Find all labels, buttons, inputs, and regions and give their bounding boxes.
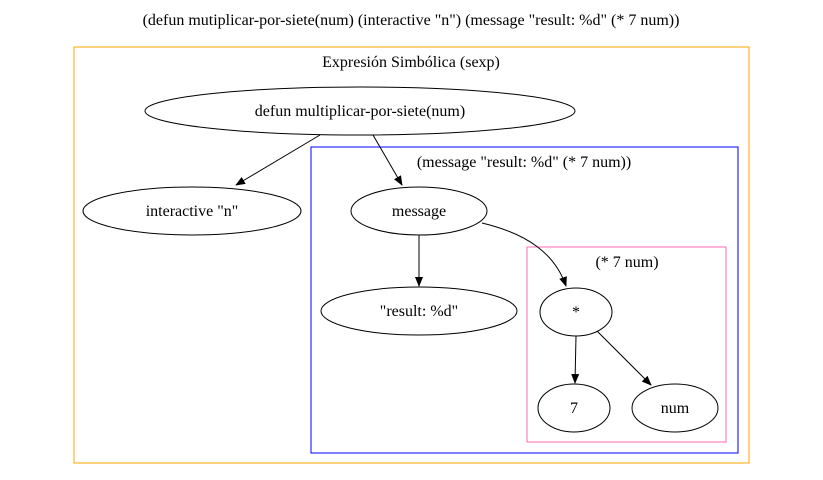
edge-star-seven	[571, 335, 580, 384]
edge-message-star	[481, 222, 567, 287]
node-defun-shape	[144, 86, 576, 136]
node-star-label: *	[572, 304, 580, 321]
node-interactive: interactive "n"	[82, 186, 302, 236]
node-defun-label: defun multiplicar-por-siete(num)	[255, 103, 465, 120]
node-star: *	[539, 287, 613, 337]
node-interactive-label: interactive "n"	[146, 203, 239, 220]
node-seven: 7	[537, 383, 611, 433]
cluster-sexp-border	[73, 46, 750, 464]
diagram-title: (defun mutiplicar-por-siete(num) (intera…	[143, 12, 680, 29]
node-star-shape	[539, 287, 613, 337]
node-seven-shape	[537, 383, 611, 433]
node-result-label: "result: %d"	[380, 303, 458, 320]
edge-star-num	[596, 330, 652, 386]
cluster-mult: (* 7 num)	[526, 246, 727, 443]
node-num-label: num	[661, 400, 690, 417]
cluster-mult-border	[526, 246, 727, 443]
edge-defun-interactive	[235, 134, 321, 186]
edges	[235, 134, 652, 386]
cluster-sexp: Expresión Simbólica (sexp)	[73, 46, 750, 464]
node-num: num	[631, 383, 719, 433]
cluster-message: (message "result: %d" (* 7 num))	[310, 146, 739, 454]
node-result: "result: %d"	[320, 286, 518, 336]
node-seven-label: 7	[570, 400, 578, 417]
node-num-shape	[631, 383, 719, 433]
node-message-label: message	[392, 203, 446, 220]
cluster-message-label: (message "result: %d" (* 7 num))	[417, 154, 631, 171]
node-message: message	[350, 186, 488, 236]
cluster-message-border	[310, 146, 739, 454]
node-result-shape	[320, 286, 518, 336]
node-defun: defun multiplicar-por-siete(num)	[144, 86, 576, 136]
node-interactive-shape	[82, 186, 302, 236]
cluster-mult-label: (* 7 num)	[595, 254, 658, 271]
node-message-shape	[350, 186, 488, 236]
cluster-sexp-label: Expresión Simbólica (sexp)	[322, 54, 500, 71]
edge-defun-message	[372, 134, 403, 186]
